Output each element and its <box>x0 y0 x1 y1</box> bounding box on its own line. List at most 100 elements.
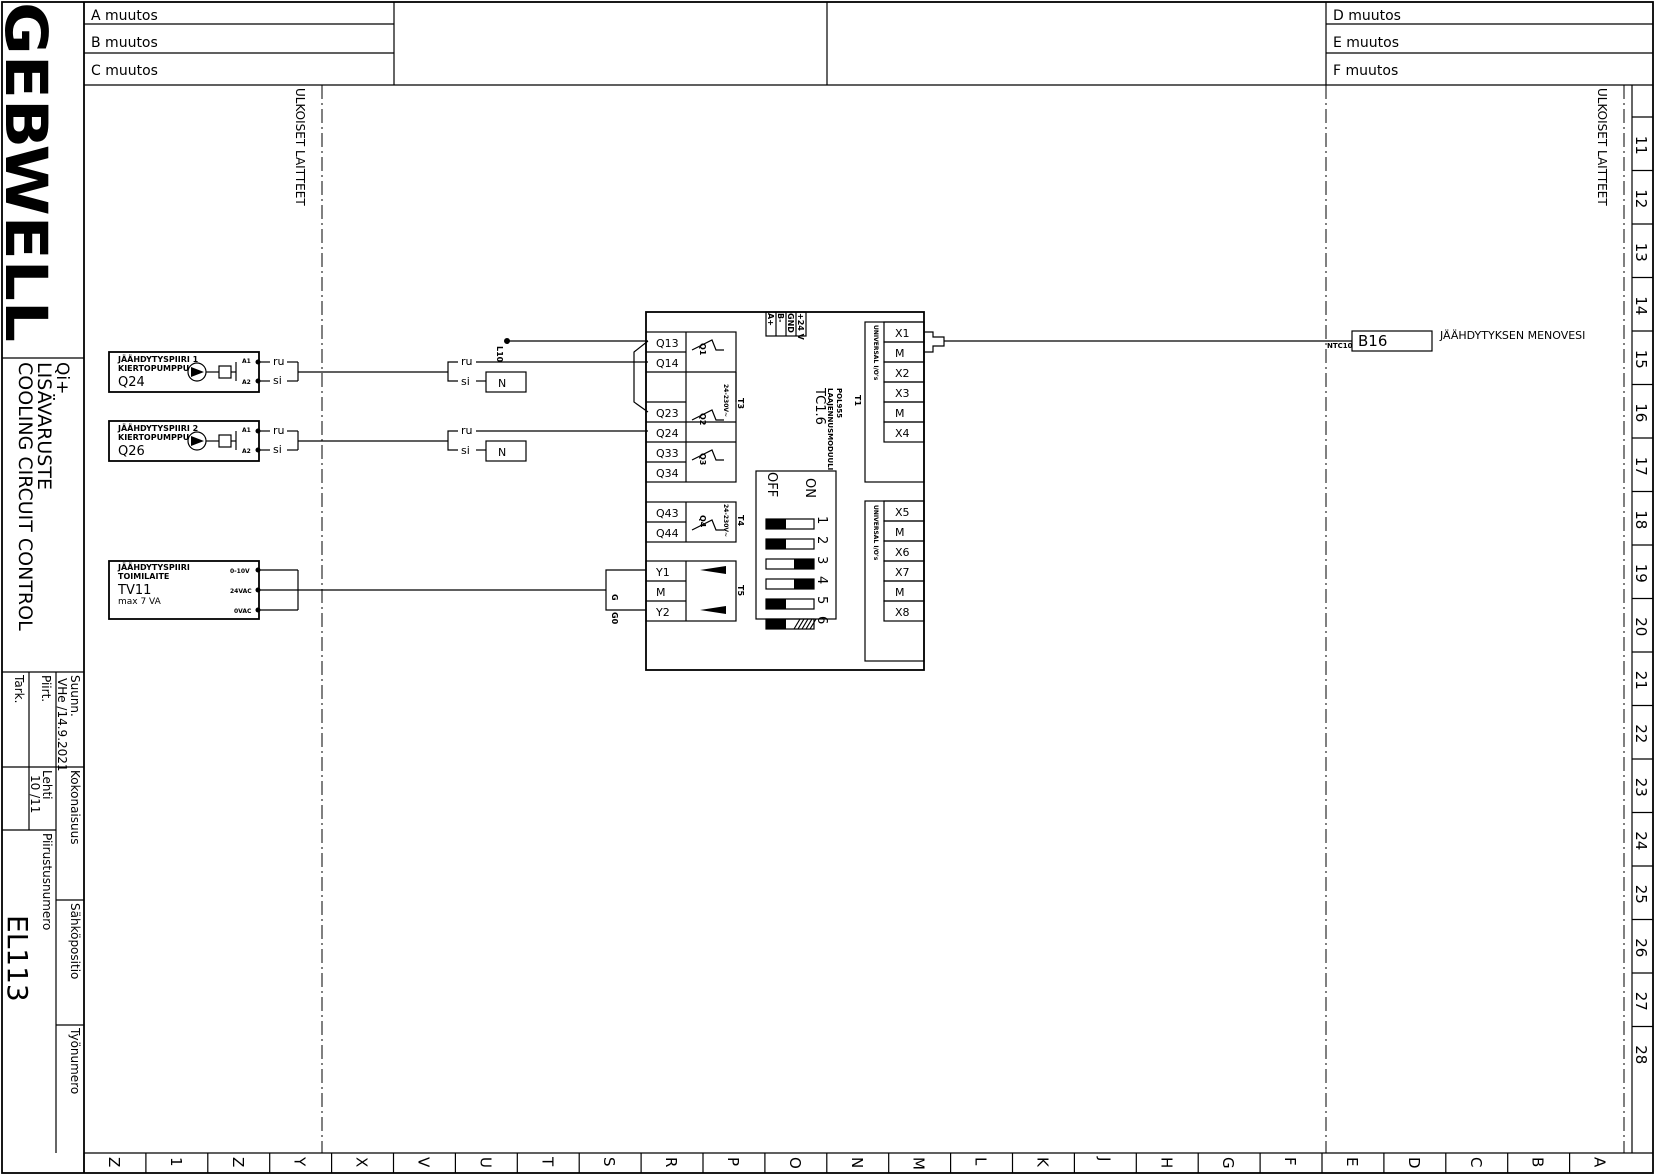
zone-label-right: ULKOISET LAITTEET <box>1595 88 1609 206</box>
ruler-bottom-label: V <box>414 1157 432 1168</box>
terminal-q14: Q14 <box>656 357 679 370</box>
ui-terminal-label: X7 <box>895 566 910 579</box>
mid-wire-ru-1: ru <box>461 355 473 368</box>
ruler-bottom-label: B <box>1529 1157 1547 1167</box>
sensor-tag: B16 <box>1358 332 1387 350</box>
ui-terminal-label: M <box>895 407 905 420</box>
ui-terminal-label: X8 <box>895 606 910 619</box>
l10-label: L10 <box>495 346 504 363</box>
ui-terminal-label: M <box>895 586 905 599</box>
voltage-t4: 24-230V~ <box>722 504 729 537</box>
g-label: G <box>610 594 619 601</box>
ui-terminal-label: X3 <box>895 387 910 400</box>
dip-knob <box>766 599 786 609</box>
ui-terminal-label: M <box>895 526 905 539</box>
pump-2-symbol <box>187 431 237 451</box>
dip-hatch <box>805 618 813 630</box>
ruler-bottom-label: U <box>476 1157 494 1168</box>
g0-label: G0 <box>610 612 619 625</box>
terminal-q13: Q13 <box>656 337 679 350</box>
piirustusnumero-label: Piirustusnumero <box>40 833 54 930</box>
actuator-title: JÄÄHDYTYSPIIRI <box>117 562 190 572</box>
ruler-bottom-label: O <box>786 1157 804 1169</box>
ruler-right-label: 23 <box>1632 778 1650 797</box>
ruler-bottom-label: Z <box>229 1157 247 1167</box>
pump-2-title: JÄÄHDYTYSPIIRI 2 <box>117 423 198 433</box>
ruler-right-label: 17 <box>1632 457 1650 476</box>
company-logo: GEBWELL <box>0 2 60 342</box>
ruler-right-label: 22 <box>1632 724 1650 743</box>
pump-1-device: JÄÄHDYTYSPIIRI 1 KIERTOPUMPPU Q24 A1 A2 … <box>108 351 448 393</box>
revision-a: A muutos <box>91 8 158 24</box>
actuator-subtitle: TOIMILAITE <box>118 572 169 581</box>
bus-b: B- <box>776 313 785 322</box>
ruler-right-label: 12 <box>1632 189 1650 208</box>
revision-b: B muutos <box>91 35 158 51</box>
pump-1-wire-si: si <box>273 374 282 387</box>
product-name: Qi+ <box>52 362 72 394</box>
pump-2-device: JÄÄHDYTYSPIIRI 2 KIERTOPUMPPU Q26 A1 A2 … <box>108 420 448 462</box>
mid-wire-ru-2: ru <box>461 424 473 437</box>
ruler-right-label: 27 <box>1632 992 1650 1011</box>
pump-1-terminal-a1: A1 <box>242 358 251 365</box>
label-t5: T5 <box>736 585 745 596</box>
title-line-1: LISÄVARUSTE <box>33 362 56 490</box>
revision-e: E muutos <box>1333 35 1399 51</box>
relay-q1: Q1 <box>698 343 707 356</box>
ui-terminal-label: X6 <box>895 546 910 559</box>
ruler-right-label: 19 <box>1632 564 1650 583</box>
pump-2-tag: Q26 <box>118 444 145 459</box>
tark-label: Tark. <box>12 674 26 703</box>
lehti-label: Lehti <box>40 770 54 800</box>
ruler-bottom-label: L <box>972 1157 990 1166</box>
dip-number: 1 <box>814 516 829 524</box>
suunn-label: Suunn. <box>68 675 82 717</box>
ruler-bottom-label: P <box>724 1157 742 1166</box>
ruler-bottom-label: R <box>662 1157 680 1167</box>
terminal-m-analog: M <box>656 586 666 599</box>
mid-wiring: ru si N ru si N L10 G G0 <box>447 338 648 625</box>
label-t4: T4 <box>736 515 745 526</box>
pump-2-terminal-a1: A1 <box>242 427 251 434</box>
controller-desc: LAAJENNUSMODUULI <box>826 388 834 470</box>
ruler-bottom-label: T <box>538 1156 556 1167</box>
sensor-label: JÄÄHDYTYKSEN MENOVESI <box>1439 329 1585 342</box>
dip-off-label: OFF <box>764 472 779 497</box>
ruler-right-label: 20 <box>1632 617 1650 636</box>
ruler-bottom-label: H <box>1157 1157 1175 1168</box>
dip-on-label: ON <box>802 478 817 498</box>
analog-block-t5 <box>645 560 737 622</box>
ruler-bottom-label: S <box>600 1157 618 1167</box>
actuator-tag: TV11 <box>117 583 151 598</box>
ui-terminal-label: M <box>895 347 905 360</box>
dip-hatch <box>801 618 809 630</box>
actuator-terminal-0vac: 0VAC <box>234 608 252 615</box>
terminal-q24: Q24 <box>656 427 679 440</box>
revision-d: D muutos <box>1333 8 1401 24</box>
pump-2-terminal-a2: A2 <box>242 448 251 455</box>
actuator-terminal-24vac: 24VAC <box>230 588 252 595</box>
ruler-bottom-label: G <box>1219 1157 1237 1169</box>
voltage-t3: 24-230V~ <box>722 384 729 417</box>
ruler-right-label: 14 <box>1632 296 1650 315</box>
terminal-q44: Q44 <box>656 527 679 540</box>
tyonumero-label: Työnumero <box>68 1027 82 1094</box>
ruler-bottom-label: K <box>1033 1157 1051 1168</box>
dip-knob <box>766 519 786 529</box>
kokonaisuus-label: Kokonaisuus <box>68 770 82 844</box>
ruler-right-label: 24 <box>1632 831 1650 850</box>
ui-terminal-label: X5 <box>895 506 910 519</box>
ruler-bottom-label: 1 <box>167 1157 185 1167</box>
universal-io-label-1: UNIVERSAL I/O's <box>872 325 879 381</box>
ruler-bottom-label: E <box>1343 1157 1361 1166</box>
label-t1: T1 <box>853 395 862 406</box>
lehti-value: 10 /11 <box>28 775 42 813</box>
ruler-bottom-label: X <box>353 1157 371 1167</box>
actuator-device: JÄÄHDYTYSPIIRI TOIMILAITE TV11 max 7 VA … <box>108 560 606 620</box>
pump-1-subtitle: KIERTOPUMPPU <box>118 364 189 373</box>
pump-1-title: JÄÄHDYTYSPIIRI 1 <box>117 354 199 364</box>
sahkopositio-label: Sähköpositio <box>68 903 82 979</box>
